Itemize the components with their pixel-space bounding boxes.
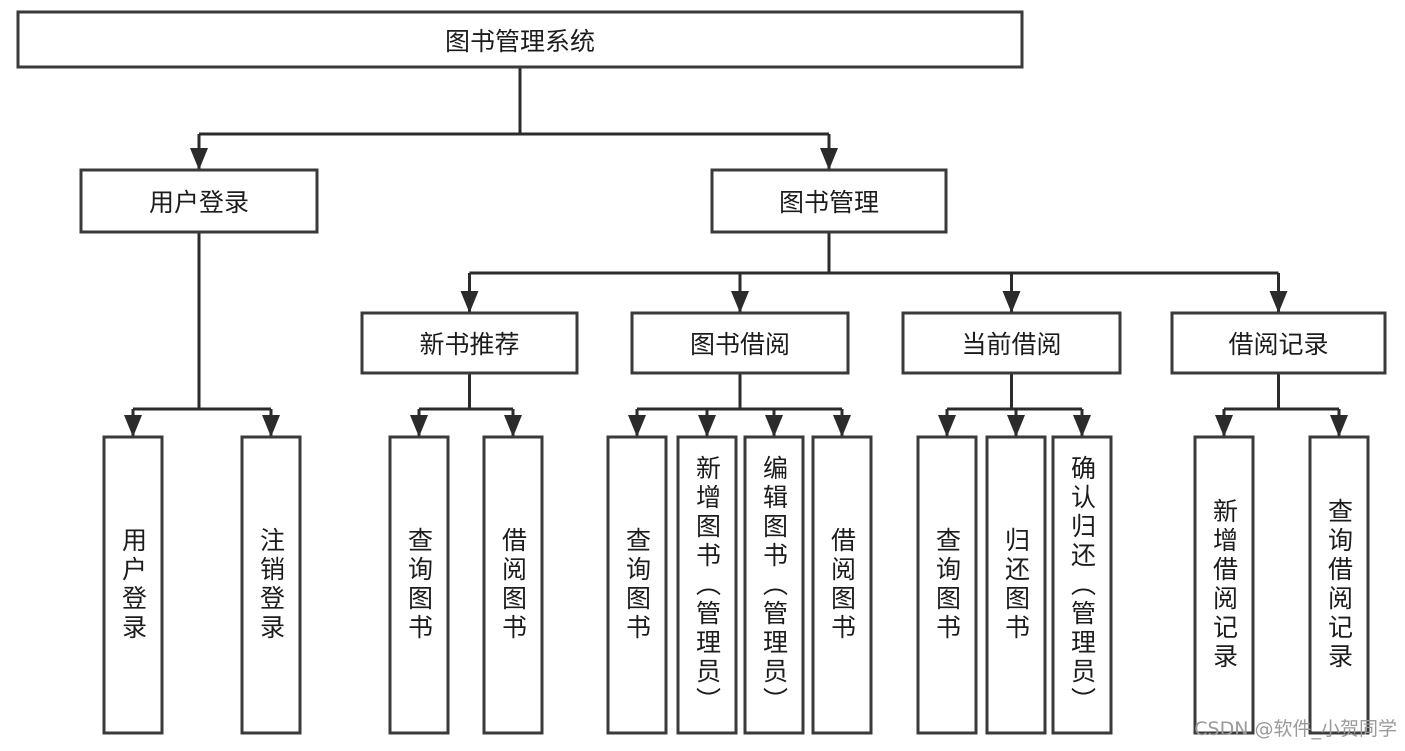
arrow-head-icon [628, 415, 646, 437]
node-box-leaf-user-login[interactable] [102, 435, 164, 735]
arrow-head-icon [765, 415, 783, 437]
node-box-leaf-add-book[interactable] [676, 435, 738, 735]
node-box-leaf-edit-book[interactable] [743, 435, 805, 735]
arrow-head-icon [410, 415, 428, 437]
arrow-head-icon [820, 148, 838, 170]
node-box-book-borrow[interactable] [630, 311, 850, 375]
node-box-leaf-confirm-return[interactable] [1051, 435, 1113, 735]
node-box-book-manage[interactable] [710, 168, 948, 234]
node-box-leaf-query-book-recommend[interactable] [388, 435, 450, 735]
node-box-leaf-logout-login[interactable] [240, 435, 302, 735]
arrow-head-icon [833, 415, 851, 437]
arrow-head-icon [1073, 415, 1091, 437]
node-box-leaf-borrow-book-recommend[interactable] [482, 435, 544, 735]
node-box-current-borrow[interactable] [901, 311, 1122, 375]
arrow-head-icon [1330, 415, 1348, 437]
node-box-layer [16, 10, 1387, 735]
node-box-root[interactable] [16, 10, 1024, 69]
node-box-leaf-query-borrow-record[interactable] [1308, 435, 1370, 735]
arrow-head-icon [1002, 291, 1021, 313]
arrow-head-icon [731, 291, 749, 313]
arrow-head-icon [124, 415, 142, 437]
arrow-head-icon [262, 415, 280, 437]
node-box-leaf-return-book[interactable] [985, 435, 1047, 735]
node-box-leaf-add-borrow-record[interactable] [1193, 435, 1255, 735]
connector-layer [124, 67, 1348, 437]
arrow-head-icon [190, 148, 208, 170]
arrow-head-icon [460, 291, 479, 313]
arrow-head-icon [698, 415, 716, 437]
node-box-leaf-query-book-borrow[interactable] [606, 435, 668, 735]
node-box-new-book-recommend[interactable] [360, 311, 579, 375]
arrow-head-icon [938, 415, 956, 437]
arrow-head-icon [1007, 415, 1025, 437]
arrow-head-icon [504, 415, 522, 437]
arrow-head-icon [1269, 291, 1288, 313]
node-box-user-login[interactable] [79, 168, 319, 234]
node-box-borrow-record[interactable] [1170, 311, 1387, 375]
arrow-head-icon [1215, 415, 1233, 437]
node-box-leaf-borrow-book[interactable] [811, 435, 873, 735]
node-box-leaf-query-book-current[interactable] [916, 435, 978, 735]
